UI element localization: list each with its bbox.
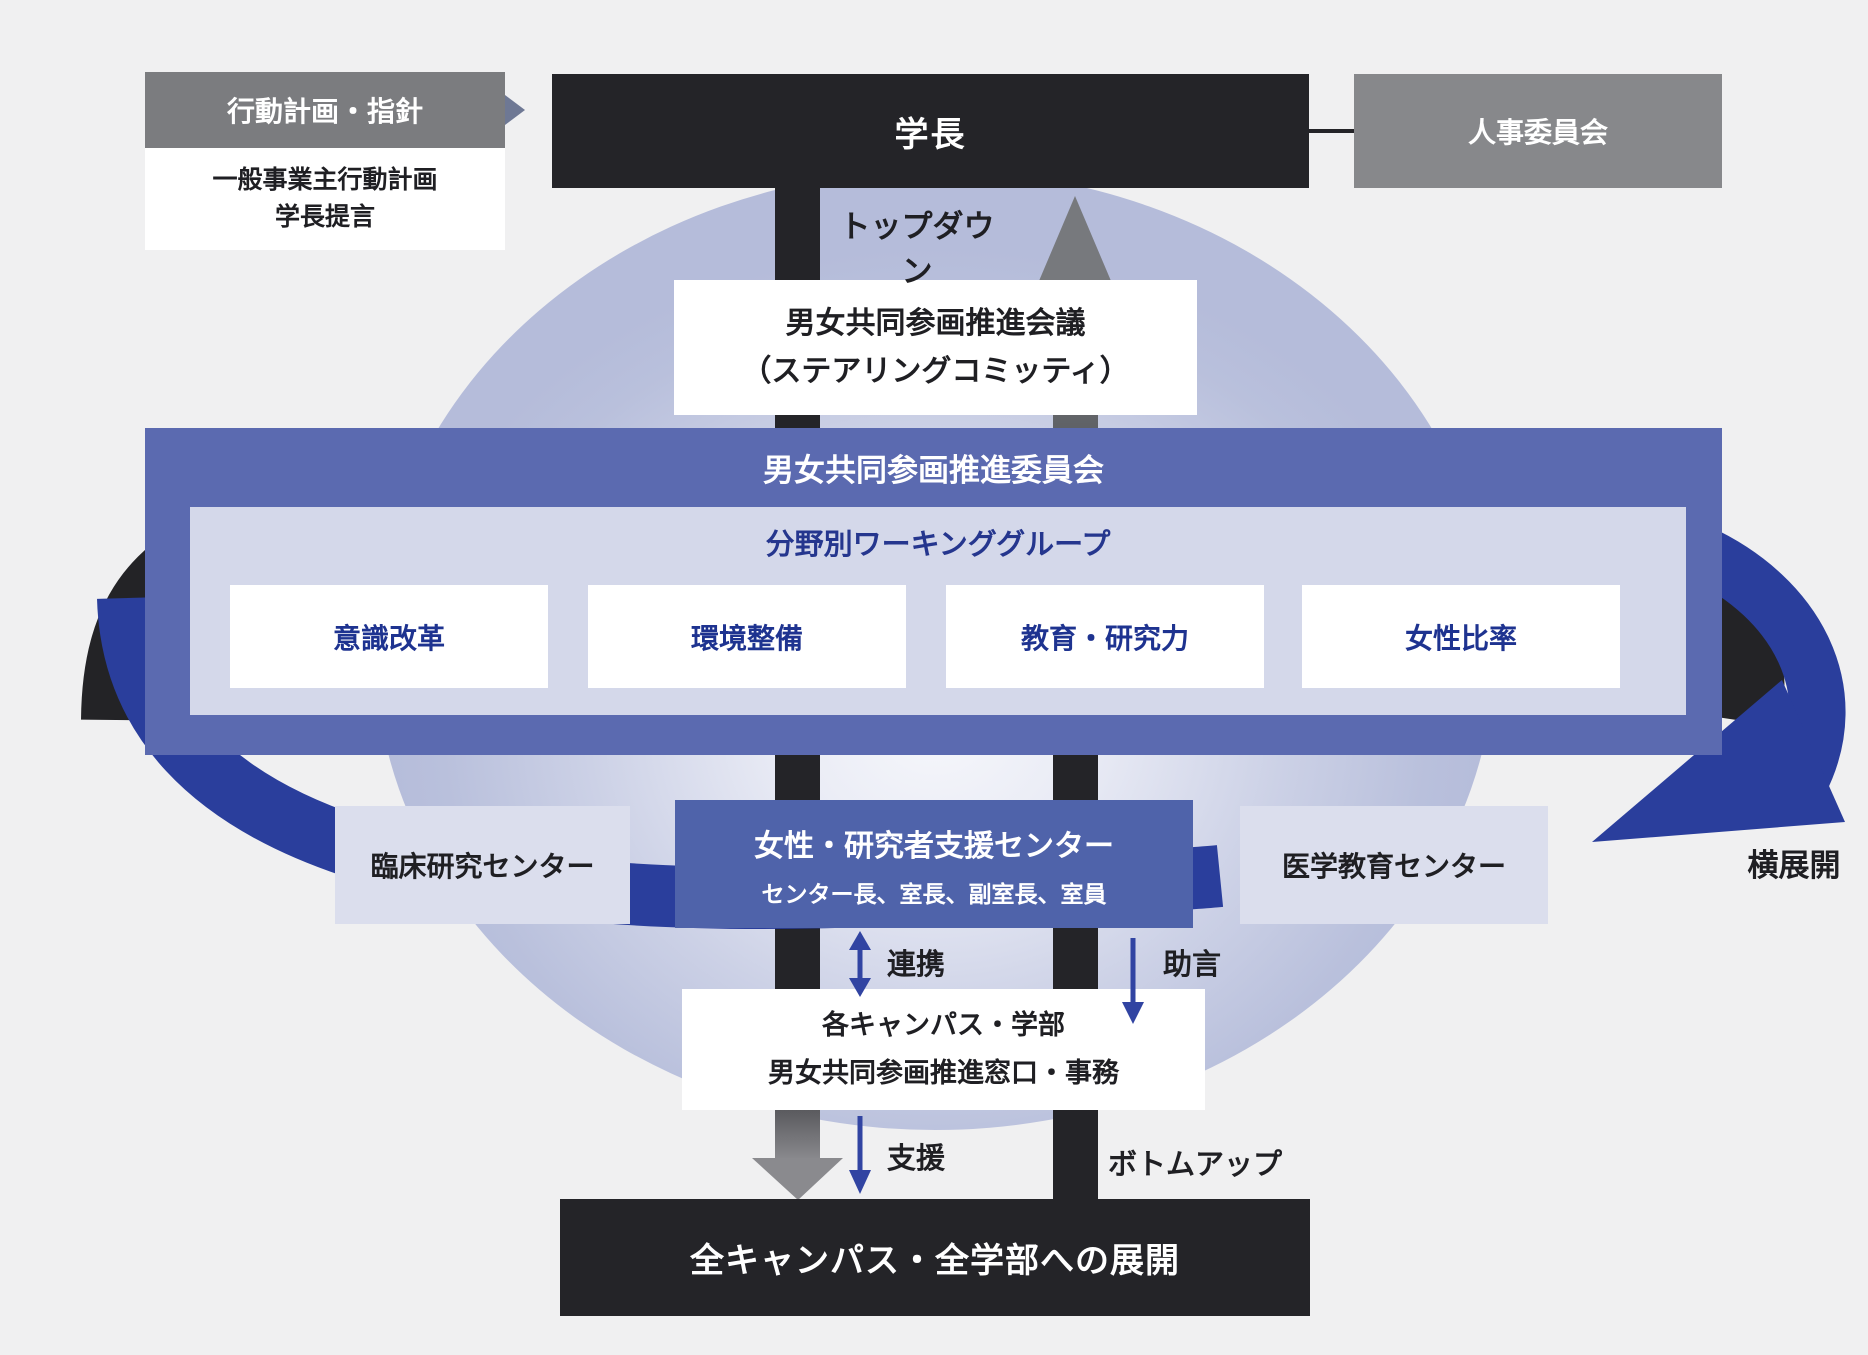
support-center-box: 女性・研究者支援センター センター長、室長、副室長、室員 (675, 800, 1193, 928)
campus-office-box: 各キャンパス・学部 男女共同参画推進窓口・事務 (682, 989, 1205, 1110)
action-plan-line2: 学長提言 (274, 203, 375, 231)
advice-label: 助言 (1162, 949, 1221, 981)
wg-item-environment: 環境整備 (588, 585, 906, 688)
support-arrow-head (849, 1170, 871, 1194)
top-down-label: トップダウン (839, 209, 995, 289)
action-plan-body: 一般事業主行動計画 学長提言 (145, 148, 505, 250)
working-group-panel: 分野別ワーキンググループ 意識改革 環境整備 教育・研究力 女性比率 (190, 507, 1686, 715)
president-hr-connector (1309, 129, 1354, 133)
action-plan-line1: 一般事業主行動計画 (212, 165, 438, 194)
president-box: 学長 (552, 74, 1309, 188)
steering-line2: （ステアリングコミッティ） (741, 354, 1130, 388)
action-plan-arrow-icon (505, 95, 525, 125)
campus-line2: 男女共同参画推進窓口・事務 (768, 1057, 1119, 1088)
committee-title: 男女共同参画推進委員会 (763, 453, 1104, 488)
wg-item-education-research: 教育・研究力 (946, 585, 1264, 688)
hr-committee-box: 人事委員会 (1354, 74, 1722, 188)
collaboration-label: 連携 (886, 949, 945, 981)
bottom-up-label: ボトムアップ (1108, 1149, 1283, 1181)
committee-band: 男女共同参画推進委員会 分野別ワーキンググループ 意識改革 環境整備 教育・研究… (145, 428, 1722, 755)
steering-line1: 男女共同参画推進会議 (785, 306, 1086, 340)
wg-item-female-ratio: 女性比率 (1302, 585, 1620, 688)
support-label: 支援 (886, 1143, 945, 1175)
horizontal-deploy-label: 横展開 (1747, 847, 1841, 883)
action-plan-header: 行動計画・指針 (145, 72, 505, 148)
support-center-subtitle: センター長、室長、副室長、室員 (761, 881, 1107, 907)
medical-education-center-box: 医学教育センター (1240, 806, 1548, 924)
top-down-arrow-head (752, 1158, 843, 1200)
deployment-box: 全キャンパス・全学部への展開 (560, 1199, 1310, 1316)
working-group-title: 分野別ワーキンググループ (765, 529, 1111, 561)
wg-item-awareness: 意識改革 (230, 585, 548, 688)
campus-line1: 各キャンパス・学部 (822, 1010, 1065, 1041)
support-center-title: 女性・研究者支援センター (754, 830, 1114, 863)
clinical-research-center-box: 臨床研究センター (335, 806, 630, 924)
steering-committee-box: 男女共同参画推進会議 （ステアリングコミッティ） (674, 280, 1197, 415)
